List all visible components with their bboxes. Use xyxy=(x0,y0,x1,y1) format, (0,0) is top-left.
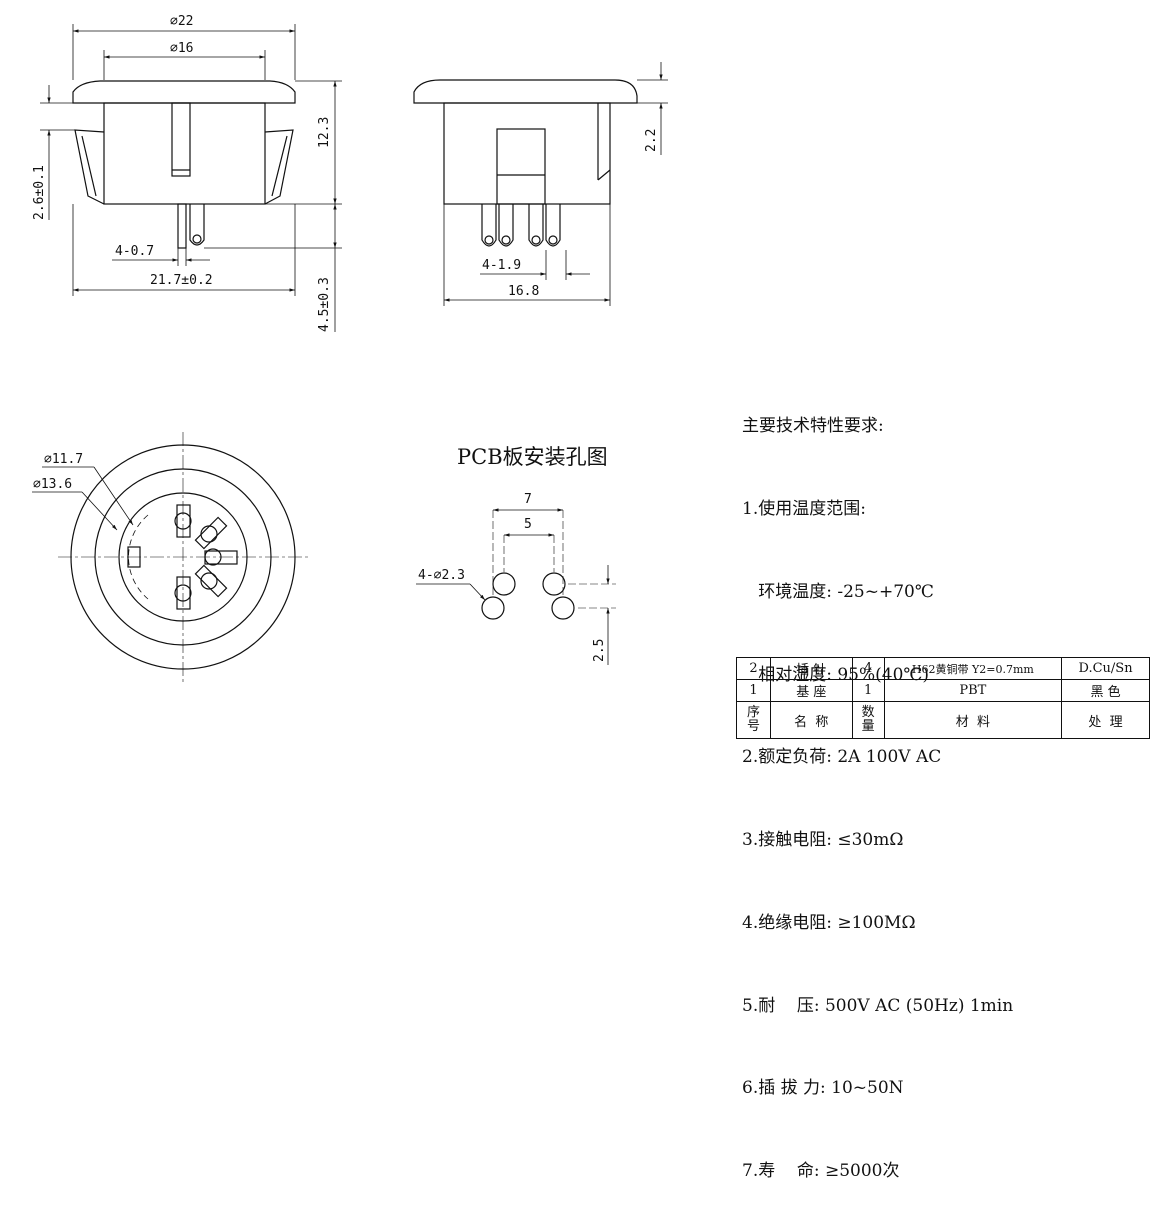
dim-d16: ⌀16 xyxy=(170,41,193,56)
bom-header-name: 名 称 xyxy=(769,701,853,739)
table-header-row: 序 号 名 称 数 量 材 料 处 理 xyxy=(736,701,1150,739)
bom-material: H62黄铜带 Y2=0.7mm xyxy=(883,657,1063,680)
bom-no: 2 xyxy=(736,657,771,680)
drawing-canvas: ⌀22 ⌀16 12.3 2.6±0.1 4-0.7 21.7±0.2 4.5±… xyxy=(32,14,668,684)
pcb-hole-layout xyxy=(416,508,616,665)
bom-material: PBT xyxy=(883,679,1063,702)
table-row: 1 基 座 1 PBT 黑 色 xyxy=(736,679,1150,702)
spec-line: 6.插 拔 力: 10~50N xyxy=(742,1078,904,1099)
dim-pcb-7: 7 xyxy=(524,492,532,507)
bottom-view xyxy=(32,432,308,684)
dim-pcb-hole: 4-⌀2.3 xyxy=(418,568,465,583)
dim-4-1-9: 4-1.9 xyxy=(482,258,521,273)
bom-name: 基 座 xyxy=(769,679,853,702)
bom-qty: 4 xyxy=(851,657,885,680)
dim-2-6: 2.6±0.1 xyxy=(32,165,47,220)
bom-table: 2 插 针 4 H62黄铜带 Y2=0.7mm D.Cu/Sn 1 基 座 1 … xyxy=(736,657,1150,739)
spec-line: 1.使用温度范围: xyxy=(742,498,866,519)
front-view xyxy=(40,24,342,332)
dim-12-3: 12.3 xyxy=(317,117,332,148)
dim-16-8: 16.8 xyxy=(508,284,539,299)
dim-pcb-2-5: 2.5 xyxy=(592,639,607,662)
bom-header-qty: 数 量 xyxy=(851,701,885,739)
spec-line: 5.耐 压: 500V AC (50Hz) 1min xyxy=(742,995,1014,1016)
side-view xyxy=(413,62,668,306)
dim-d13-6: ⌀13.6 xyxy=(33,477,72,492)
dim-4-0-7: 4-0.7 xyxy=(115,244,154,259)
dim-d11-7: ⌀11.7 xyxy=(44,452,83,467)
spec-line: 2.额定负荷: 2A 100V AC xyxy=(742,747,942,768)
bom-finish: 黑 色 xyxy=(1061,679,1150,702)
bom-finish: D.Cu/Sn xyxy=(1061,657,1150,680)
spec-block: 主要技术特性要求: 1.使用温度范围: 环境温度: -25~+70℃ 相对湿度:… xyxy=(742,358,1013,1213)
bom-header-finish: 处 理 xyxy=(1061,701,1150,739)
bom-header-no: 序 号 xyxy=(736,701,771,739)
spec-line: 4.绝缘电阻: ≥100MΩ xyxy=(742,912,916,933)
bom-no: 1 xyxy=(736,679,771,702)
bom-qty: 1 xyxy=(851,679,885,702)
dim-pcb-5: 5 xyxy=(524,517,532,532)
spec-line: 3.接触电阻: ≤30mΩ xyxy=(742,830,904,851)
spec-heading: 主要技术特性要求: xyxy=(742,416,884,437)
table-row: 2 插 针 4 H62黄铜带 Y2=0.7mm D.Cu/Sn xyxy=(736,657,1150,680)
dim-d22: ⌀22 xyxy=(170,14,193,29)
dim-2-2: 2.2 xyxy=(644,129,659,152)
bom-name: 插 针 xyxy=(769,657,853,680)
bom-header-material: 材 料 xyxy=(883,701,1063,739)
dim-4-5: 4.5±0.3 xyxy=(317,277,332,332)
dim-21-7: 21.7±0.2 xyxy=(150,273,213,288)
spec-line: 环境温度: -25~+70℃ xyxy=(742,581,934,602)
pcb-title: PCB板安装孔图 xyxy=(457,445,608,469)
spec-line: 7.寿 命: ≥5000次 xyxy=(742,1161,900,1182)
